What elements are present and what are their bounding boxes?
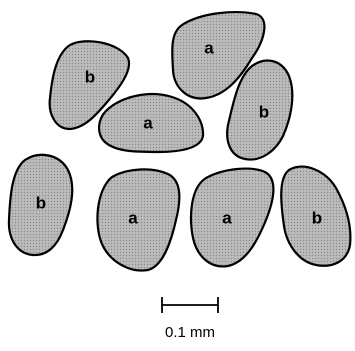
grain-outline	[97, 169, 179, 270]
grain-label: b	[36, 193, 46, 212]
grain-outline	[191, 169, 273, 267]
grain-label: b	[85, 67, 95, 86]
grain-label: b	[312, 208, 322, 227]
grain-3: a	[99, 94, 203, 152]
scale-bar-label: 0.1 mm	[165, 324, 215, 341]
grain-8: b	[281, 167, 350, 266]
grain-label: b	[259, 102, 269, 121]
grain-7: a	[191, 169, 273, 267]
grain-label: a	[128, 208, 138, 227]
scale-bar: 0.1 mm	[162, 297, 218, 341]
grain-label: a	[222, 208, 232, 227]
grain-5: b	[9, 155, 72, 255]
grain-label: a	[204, 38, 214, 57]
grain-label: a	[143, 113, 153, 132]
grain-6: a	[97, 169, 179, 270]
